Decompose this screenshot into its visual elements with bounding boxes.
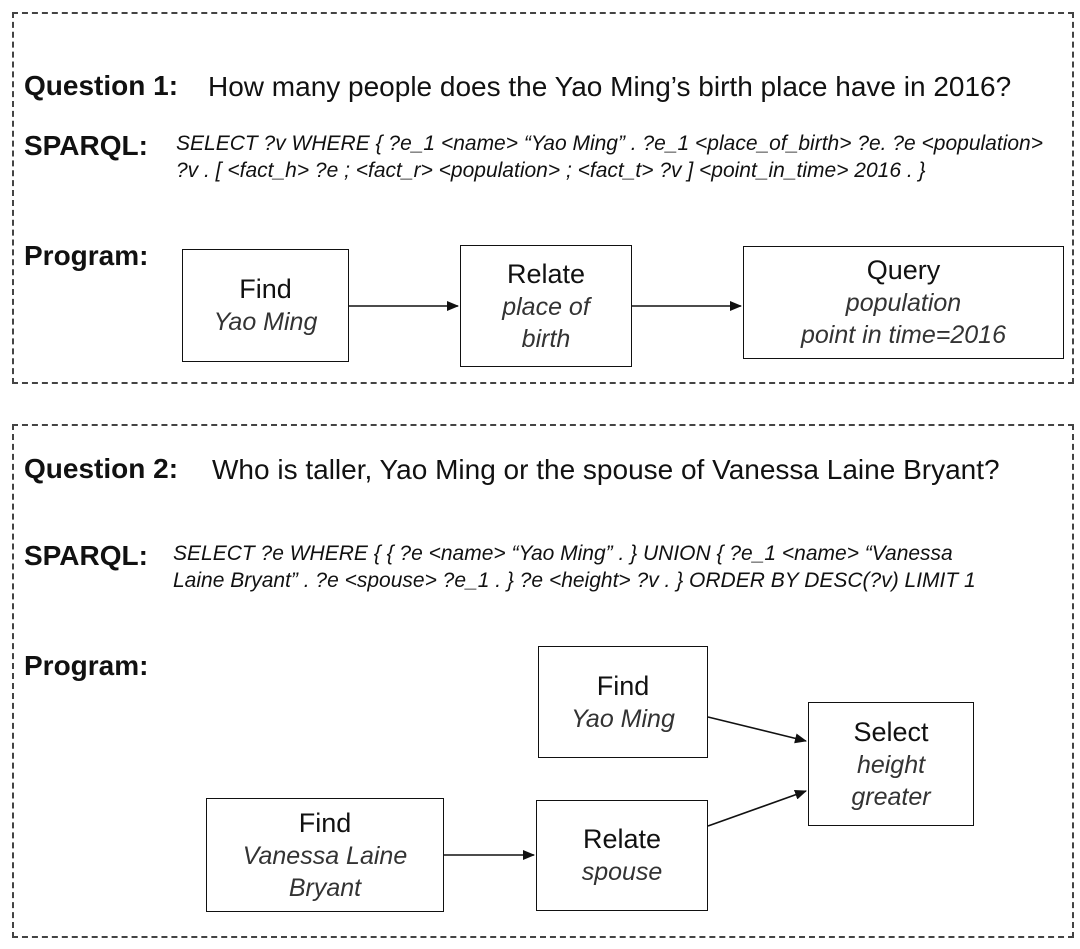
node-op: Relate (506, 258, 586, 289)
program-2-label: Program: (24, 650, 149, 681)
program-2-select-node: Select height greater (808, 702, 974, 826)
question-2-text: Who is taller, Yao Ming or the spouse of… (212, 454, 1000, 485)
program-2-relate-node: Relate spouse (536, 800, 708, 911)
program-1-label: Program: (24, 240, 149, 271)
sparql-1-label: SPARQL: (24, 130, 148, 161)
node-arg-2: point in time=2016 (800, 321, 1006, 349)
node-arg-2: greater (851, 782, 931, 811)
program-2-find-yao-node: Find Yao Ming (538, 646, 708, 758)
question-2-label: Question 2: (24, 453, 179, 484)
sparql-2-query: SELECT ?e WHERE { { ?e <name> “Yao Ming”… (173, 542, 976, 592)
node-op: Find (298, 807, 352, 838)
node-arg: place of birth (502, 292, 590, 353)
node-op: Find (239, 274, 292, 304)
program-1-find-node: Find Yao Ming (182, 249, 349, 362)
question-1-panel (12, 12, 1074, 384)
program-1-query-node: Query population point in time=2016 (743, 246, 1064, 359)
node-arg: height (856, 750, 926, 779)
question-1-text: How many people does the Yao Ming’s birt… (208, 71, 1012, 102)
question-1-label: Question 1: (24, 70, 179, 101)
node-arg: spouse (581, 858, 663, 886)
node-arg: Yao Ming (213, 308, 318, 336)
question-2-panel (12, 424, 1074, 938)
program-1-relate-node: Relate place of birth (460, 245, 632, 367)
node-op: Relate (582, 824, 662, 854)
sparql-2-label: SPARQL: (24, 540, 148, 571)
node-arg: Yao Ming (571, 704, 675, 733)
node-op: Find (596, 670, 650, 701)
program-2-find-vanessa-node: Find Vanessa Laine Bryant (206, 798, 444, 912)
node-op: Query (866, 255, 941, 285)
node-op: Select (853, 716, 929, 747)
node-arg: population (845, 289, 962, 317)
sparql-1-query: SELECT ?v WHERE { ?e_1 <name> “Yao Ming”… (176, 132, 1043, 182)
node-arg: Vanessa Laine Bryant (242, 841, 408, 902)
